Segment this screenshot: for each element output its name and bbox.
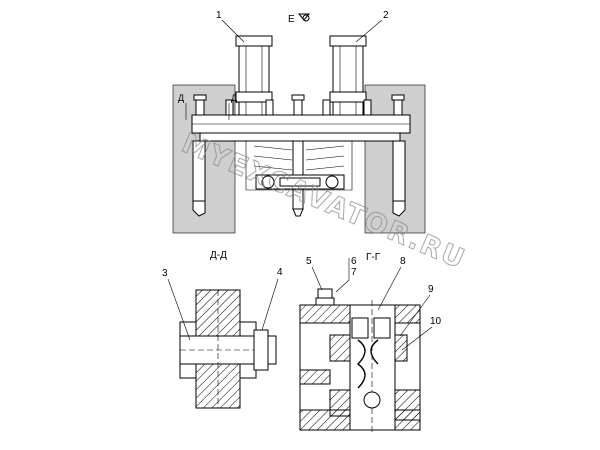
callout-1: 1 xyxy=(216,10,222,21)
pivot-housing xyxy=(245,140,353,191)
callout-7: 7 xyxy=(351,267,357,278)
section-dd-title: Д-Д xyxy=(210,250,227,261)
callout-10: 10 xyxy=(430,316,442,327)
left-column xyxy=(235,35,273,116)
cut-label-right: Д xyxy=(231,93,237,103)
callout-8: 8 xyxy=(400,256,406,267)
right-column xyxy=(329,35,367,116)
cut-markers: Д Д xyxy=(178,93,237,120)
callout-6: 6 xyxy=(351,256,357,267)
callout-5: 5 xyxy=(306,256,312,267)
section-gg-title: Г-Г xyxy=(366,252,381,263)
callout-4: 4 xyxy=(277,267,283,278)
top-view: Д Д Е 1 2 xyxy=(172,10,426,234)
section-gg: Г-Г 5 6 7 8 9 xyxy=(299,252,442,435)
beam-bolts xyxy=(193,94,405,116)
cut-label-left: Д xyxy=(178,93,184,103)
callout-9: 9 xyxy=(428,284,434,295)
section-dd: Д-Д 3 4 xyxy=(162,250,283,409)
callout-3: 3 xyxy=(162,268,168,279)
main-beam xyxy=(191,114,411,142)
view-label: Е xyxy=(288,14,295,25)
callout-2: 2 xyxy=(383,10,389,21)
view-arrow-icon xyxy=(297,13,311,21)
